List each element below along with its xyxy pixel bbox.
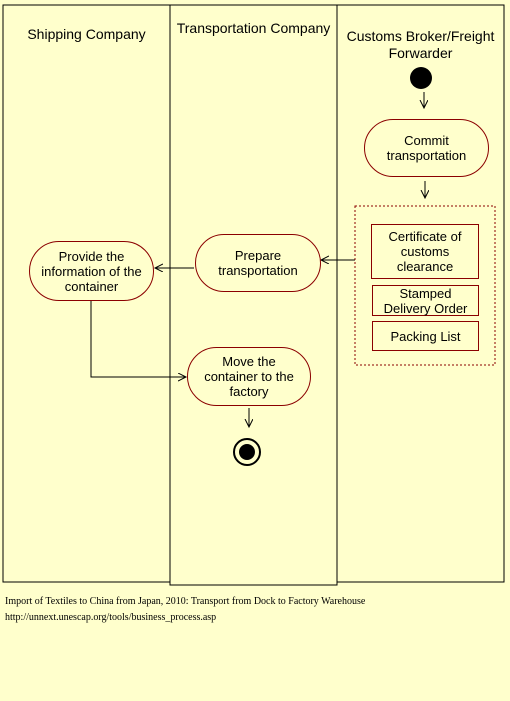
document-group — [354, 205, 496, 366]
activity-provide-container-info: Provide the information of the container — [29, 241, 154, 301]
lane-title-shipping: Shipping Company — [27, 26, 146, 42]
activity-commit-transportation: Commit transportation — [364, 119, 489, 177]
activity-move-container: Move the container to the factory — [187, 347, 311, 406]
lane-transport — [169, 4, 338, 586]
document-packing-list: Packing List — [372, 321, 479, 351]
flow-provide-to-move — [90, 301, 186, 377]
lane-customs — [336, 4, 505, 583]
caption-source-url: http://unnext.unescap.org/tools/business… — [5, 612, 217, 623]
initial-node — [410, 67, 432, 89]
document-certificate-customs-clearance: Certificate of customs clearance — [371, 224, 479, 279]
lane-title-transport: Transportation Company — [176, 20, 331, 36]
final-node-outer — [233, 438, 261, 466]
final-node-inner — [239, 444, 255, 460]
caption-title: Import of Textiles to China from Japan, … — [5, 596, 366, 607]
lane-title-customs: Customs Broker/Freight Forwarder — [346, 28, 495, 61]
document-stamped-delivery-order: Stamped Delivery Order — [372, 285, 479, 316]
activity-prepare-transportation: Prepare transportation — [195, 234, 321, 292]
